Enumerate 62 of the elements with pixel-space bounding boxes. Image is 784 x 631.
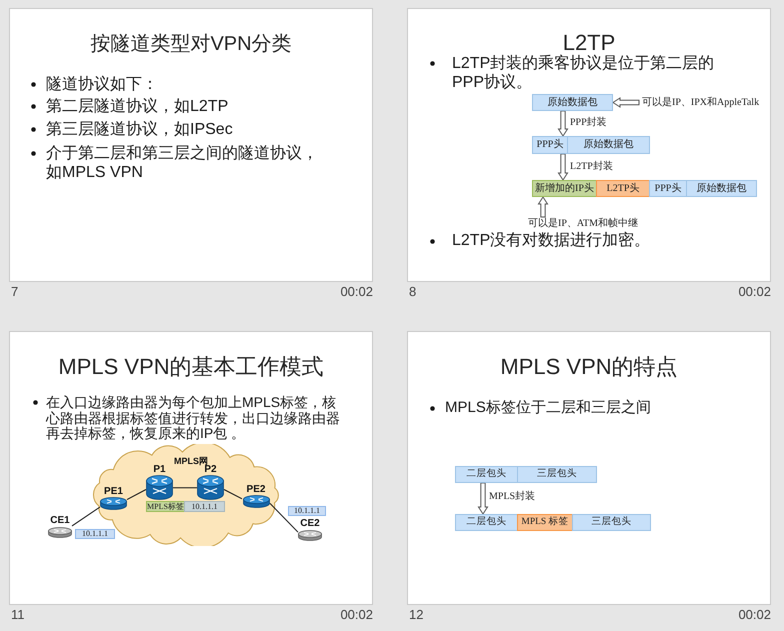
edge-label: MPLS封装	[489, 491, 536, 503]
packet-box: PPP头	[649, 180, 687, 197]
slide-number: 8	[409, 284, 416, 300]
edge-label: L2TP封装	[570, 161, 613, 173]
packet-box: L2TP头	[596, 180, 650, 197]
cloud-label: MPLS网	[174, 457, 208, 466]
packet-box: 10.1.1.1	[288, 506, 326, 516]
packet-box: PPP头	[532, 136, 568, 154]
slide-title: MPLS VPN的特点	[500, 352, 678, 380]
block-arrow	[612, 97, 640, 108]
device-label: P2	[204, 465, 217, 475]
device-label: PE2	[246, 485, 266, 495]
bullet-text: 隧道协议如下：	[46, 75, 158, 94]
duration-label: 00:02	[738, 284, 771, 300]
bullet-text: L2TP没有对数据进行加密。	[452, 231, 650, 251]
duration-label: 00:02	[340, 607, 373, 623]
block-arrow	[558, 154, 568, 181]
packet-box: 三层包头	[517, 466, 597, 483]
slide-panel	[407, 331, 771, 605]
slide-title: L2TP	[562, 28, 616, 54]
connector-line	[270, 502, 298, 533]
packet-box: 原始数据包	[686, 180, 757, 197]
slide-title: 按隧道类型对VPN分类	[90, 32, 292, 57]
slide-panel	[9, 331, 373, 605]
slide-number: 12	[409, 607, 424, 623]
packet-box: 三层包头	[572, 514, 651, 531]
annotation-text: 可以是IP、IPX和AppleTalk	[639, 96, 762, 109]
packet-box: 二层包头	[455, 466, 518, 483]
packet-box: MPLS标签	[146, 501, 185, 512]
slide-number: 7	[11, 284, 18, 300]
bullet-text: 介于第二层和第三层之间的隧道协议，如MPLS VPN	[46, 144, 319, 182]
packet-box: 二层包头	[455, 514, 518, 531]
duration-label: 00:02	[738, 607, 771, 623]
device-label: PE1	[104, 487, 123, 497]
bullet-text: 第三层隧道协议，如IPSec	[46, 120, 233, 139]
slide-panel	[407, 8, 771, 282]
annotation-text: 可以是IP、ATM和帧中继	[525, 217, 642, 230]
bullet-text: 在入口边缘路由器为每个包加上MPLS标签，核心路由器根据标签值进行转发，出口边缘路由器再去掉标签，恢复原来的IP包 。	[46, 395, 341, 442]
bullet-text: MPLS标签位于二层和三层之间	[445, 399, 651, 417]
bullet-text: L2TP封装的乘客协议是位于第二层的PPP协议。	[452, 54, 716, 92]
device-label: CE1	[50, 516, 70, 526]
bullet-text: 第二层隧道协议，如L2TP	[46, 97, 228, 116]
edge-label: PPP封装	[570, 117, 607, 129]
slide-number: 11	[11, 607, 24, 623]
packet-box: 新增加的IP头	[532, 180, 597, 197]
connector-line	[224, 489, 242, 500]
slide-title: MPLS VPN的基本工作模式	[58, 352, 324, 380]
block-arrow	[538, 196, 548, 218]
packet-box: 原始数据包	[532, 94, 613, 111]
block-arrow	[558, 110, 568, 137]
block-arrow	[478, 482, 488, 515]
duration-label: 00:02	[340, 284, 373, 300]
slide-panel	[9, 8, 373, 282]
device-label: P1	[153, 465, 166, 475]
packet-box: 原始数据包	[567, 136, 650, 154]
packet-box: MPLS 标签	[517, 514, 573, 531]
connector-line	[172, 487, 198, 488]
connector-line	[72, 506, 100, 526]
packet-box: 10.1.1.1	[184, 501, 225, 512]
packet-box: 10.1.1.1	[75, 529, 115, 539]
device-label: CE2	[300, 519, 320, 529]
connector-line	[126, 489, 146, 500]
